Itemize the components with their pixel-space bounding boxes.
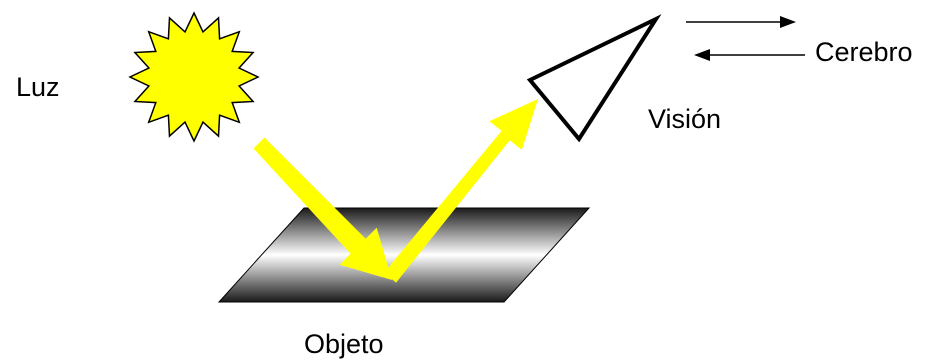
- reflected-light-ray: [383, 99, 538, 283]
- brain-label: Cerebro: [815, 37, 913, 67]
- light-label: Luz: [16, 72, 60, 102]
- signal-from-brain-arrow: [694, 49, 805, 61]
- object-label: Objeto: [304, 329, 384, 359]
- incident-light-ray: [253, 137, 392, 280]
- signal-to-brain-arrow: [686, 16, 796, 28]
- vision-label: Visión: [648, 104, 722, 134]
- sun-icon: [128, 11, 260, 143]
- eye-triangle-icon: [526, 14, 662, 143]
